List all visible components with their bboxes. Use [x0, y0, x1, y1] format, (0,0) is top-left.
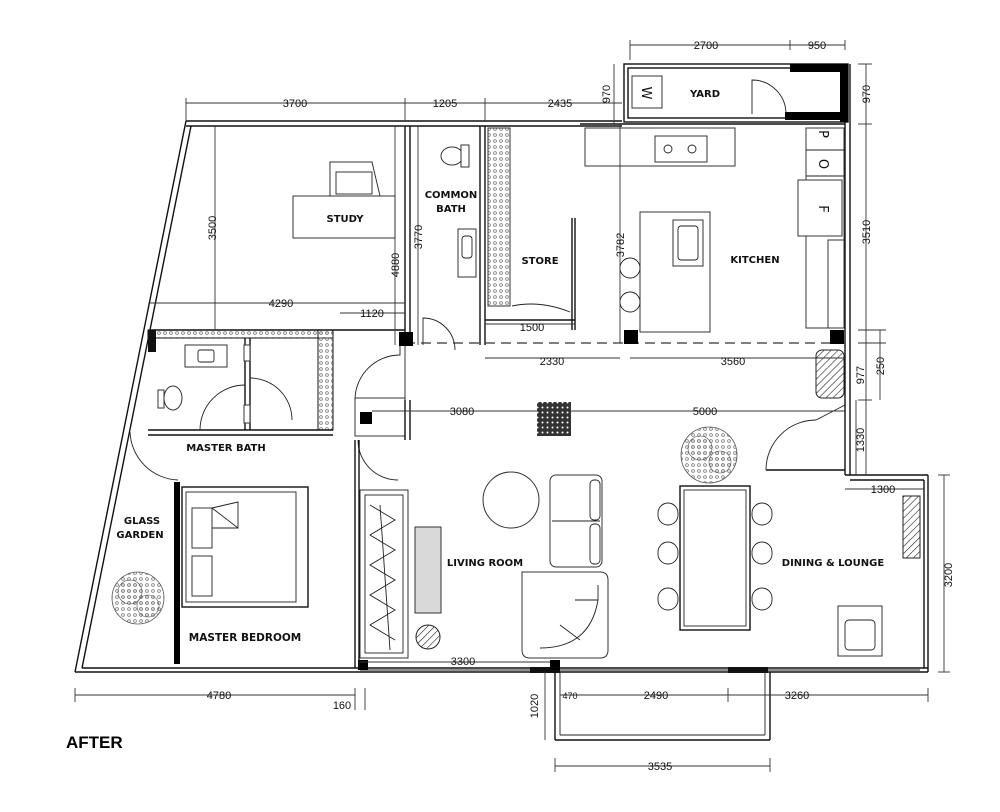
garden-plant [111, 571, 165, 625]
dim-2435: 2435 [548, 98, 572, 110]
tv-console [414, 526, 442, 614]
bar-stool [619, 291, 641, 313]
dim-3782: 3782 [615, 233, 627, 257]
master-vanity [184, 344, 228, 368]
glass-garden-label-1: GLASS [124, 516, 160, 527]
dim-160: 160 [333, 700, 351, 712]
dim-5000: 5000 [693, 406, 717, 418]
glass-garden-label-2: GARDEN [116, 530, 163, 541]
common-bath-label-1: COMMON [425, 190, 478, 201]
dim-1330: 1330 [855, 428, 867, 452]
dim-3535: 3535 [648, 761, 672, 773]
store-room [485, 127, 576, 330]
entry-hall [354, 345, 411, 481]
store-label: STORE [521, 256, 558, 267]
dim-250: 250 [875, 357, 887, 375]
study-label: STUDY [327, 214, 365, 225]
bath-door-swing [422, 317, 456, 351]
washer-label: W [638, 87, 653, 100]
dim-1120: 1120 [360, 308, 384, 320]
master-toilet [163, 385, 183, 411]
kitchen [584, 127, 845, 333]
dim-970-right: 970 [861, 85, 873, 103]
dim-970-left: 970 [601, 85, 613, 103]
dim-950: 950 [808, 40, 826, 52]
dim-3770: 3770 [413, 225, 425, 249]
bar-stool [619, 257, 641, 279]
master-bedroom [181, 440, 409, 668]
master-bedroom-label: MASTER BEDROOM [189, 632, 302, 644]
glass-garden [111, 482, 180, 664]
toilet [440, 146, 464, 166]
cooktop [654, 135, 708, 163]
living-room-label: LIVING ROOM [447, 558, 523, 569]
dining-lounge [657, 426, 921, 657]
shoe-cabinet [815, 349, 845, 399]
l-sofa [521, 571, 609, 659]
appliance-p-label: P [815, 130, 830, 138]
dim-1205: 1205 [433, 98, 457, 110]
yard-door-swing [751, 79, 787, 115]
washer-machine [631, 75, 663, 109]
dim-2490: 2490 [644, 690, 668, 702]
dim-2700: 2700 [694, 40, 718, 52]
dim-470: 470 [562, 691, 577, 701]
dim-3080: 3080 [450, 406, 474, 418]
dim-4780: 4780 [207, 690, 231, 702]
dim-3500: 3500 [207, 216, 219, 240]
appliance-o-label: O [815, 159, 830, 169]
dining-chairs [657, 502, 773, 611]
main-door-swing [765, 419, 817, 471]
island-sink [672, 219, 704, 267]
store-shelving [487, 127, 511, 307]
dining-lounge-label: DINING & LOUNGE [782, 558, 885, 569]
balcony [554, 672, 771, 741]
dim-4880: 4880 [390, 253, 402, 277]
dim-3560: 3560 [721, 356, 745, 368]
common-bath [422, 126, 486, 351]
master-bath [147, 329, 334, 436]
dimension-lines [74, 40, 950, 772]
feature-panel [902, 495, 921, 559]
bath-vanity [457, 228, 477, 278]
after-heading: AFTER [66, 733, 123, 752]
kitchen-label: KITCHEN [730, 255, 779, 266]
dim-3200: 3200 [943, 563, 955, 587]
dimension-labels: 2700 950 3700 1205 2435 970 970 3510 250… [207, 40, 955, 773]
dim-977: 977 [855, 366, 867, 384]
dim-4290: 4290 [269, 298, 293, 310]
dim-3300: 3300 [451, 656, 475, 668]
dim-3260: 3260 [785, 690, 809, 702]
dining-plant [680, 426, 738, 484]
master-bath-label: MASTER BATH [186, 443, 266, 454]
dim-2330: 2330 [540, 356, 564, 368]
study-room [150, 126, 411, 345]
dim-1300: 1300 [871, 484, 895, 496]
round-coffee-table [482, 471, 540, 529]
lounge-armchair [837, 605, 883, 657]
dining-table [679, 485, 751, 631]
dim-1500: 1500 [520, 322, 544, 334]
side-table [415, 624, 441, 650]
dim-1020: 1020 [529, 694, 541, 718]
dim-3510: 3510 [861, 220, 873, 244]
glass-garden-door-swing [129, 431, 179, 481]
exterior-walls [74, 64, 929, 673]
study-chair [329, 161, 381, 197]
living-room [414, 471, 609, 659]
yard-area [623, 63, 849, 123]
appliance-f-label: F [815, 205, 830, 212]
wardrobe [359, 489, 409, 659]
structural-columns [358, 330, 844, 670]
common-bath-label-2: BATH [436, 204, 466, 215]
yard-label: YARD [689, 89, 720, 100]
master-bed [181, 486, 309, 608]
dim-3700: 3700 [283, 98, 307, 110]
